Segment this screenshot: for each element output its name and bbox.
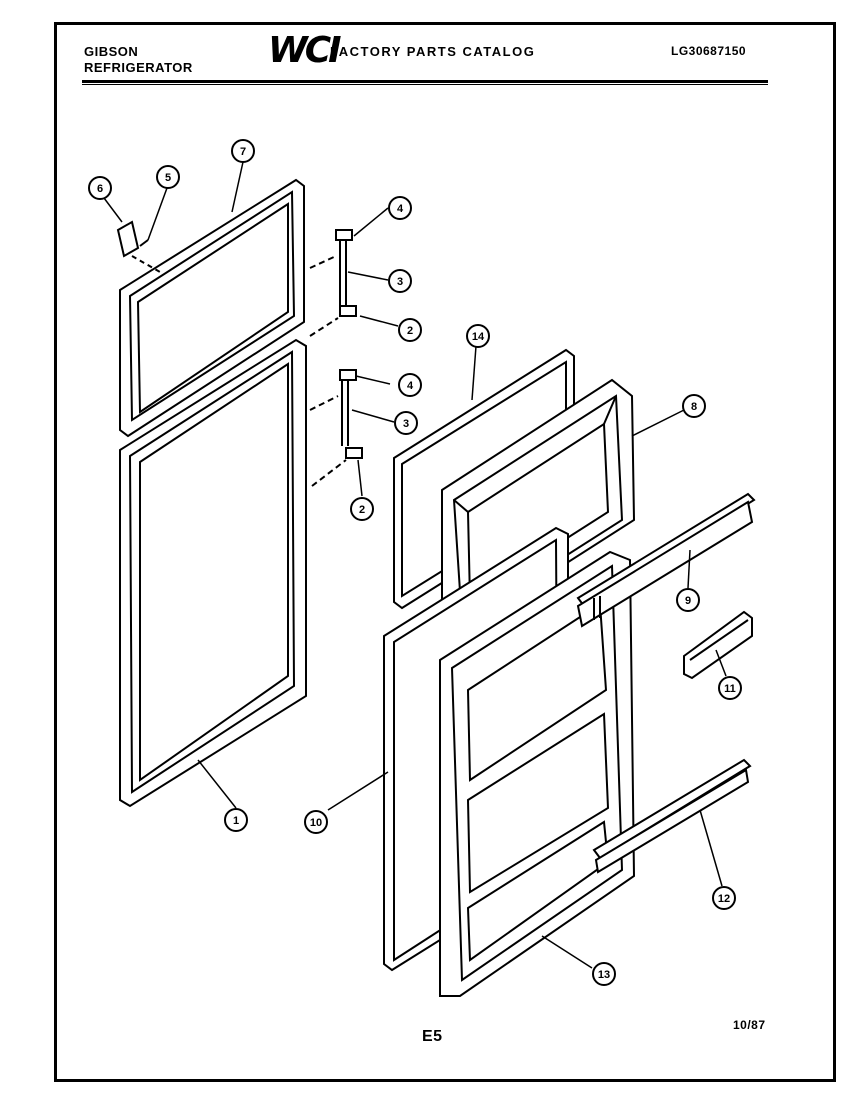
callout-5: 5 bbox=[165, 172, 171, 184]
wci-logo: WCI bbox=[268, 30, 342, 71]
callout-3-lower: 3 bbox=[403, 418, 409, 430]
callout-10: 10 bbox=[310, 817, 322, 829]
product-type: REFRIGERATOR bbox=[84, 60, 193, 75]
catalog-title: FACTORY PARTS CATALOG bbox=[330, 44, 536, 59]
brand-name: GIBSON bbox=[84, 44, 139, 59]
bracket-part-11 bbox=[683, 610, 753, 680]
nameplate-part-6 bbox=[116, 220, 161, 273]
callout-4-upper: 4 bbox=[397, 203, 404, 215]
header-rule-thin bbox=[82, 84, 768, 85]
freezer-door-part-7 bbox=[119, 178, 305, 438]
callout-14: 14 bbox=[472, 331, 485, 343]
page-border bbox=[54, 22, 836, 1082]
callout-4-lower: 4 bbox=[407, 380, 414, 392]
callout-8: 8 bbox=[691, 401, 697, 413]
callout-9: 9 bbox=[685, 595, 691, 607]
callout-6: 6 bbox=[97, 183, 103, 195]
callout-12: 12 bbox=[718, 893, 730, 905]
catalog-number: LG30687150 bbox=[671, 44, 747, 58]
callout-7: 7 bbox=[240, 146, 246, 158]
callout-1: 1 bbox=[233, 815, 239, 827]
leader-lines bbox=[103, 161, 727, 969]
header-rule bbox=[82, 80, 768, 83]
fresh-food-liner-part-13 bbox=[439, 550, 636, 997]
callout-11: 11 bbox=[724, 683, 736, 695]
callout-circles bbox=[88, 139, 742, 986]
page-code: E5 bbox=[422, 1028, 443, 1045]
callout-13: 13 bbox=[598, 969, 610, 981]
callout-3-upper: 3 bbox=[397, 276, 403, 288]
callout-2-upper: 2 bbox=[407, 325, 413, 337]
date-code: 10/87 bbox=[733, 1018, 766, 1032]
lower-hinge-assembly bbox=[309, 369, 363, 487]
upper-hinge-assembly bbox=[309, 229, 357, 337]
callout-2-lower: 2 bbox=[359, 504, 365, 516]
shelf-rail-part-9 bbox=[576, 492, 756, 628]
fresh-food-door-part-1 bbox=[119, 338, 307, 808]
lower-rail-part-12 bbox=[592, 758, 752, 874]
